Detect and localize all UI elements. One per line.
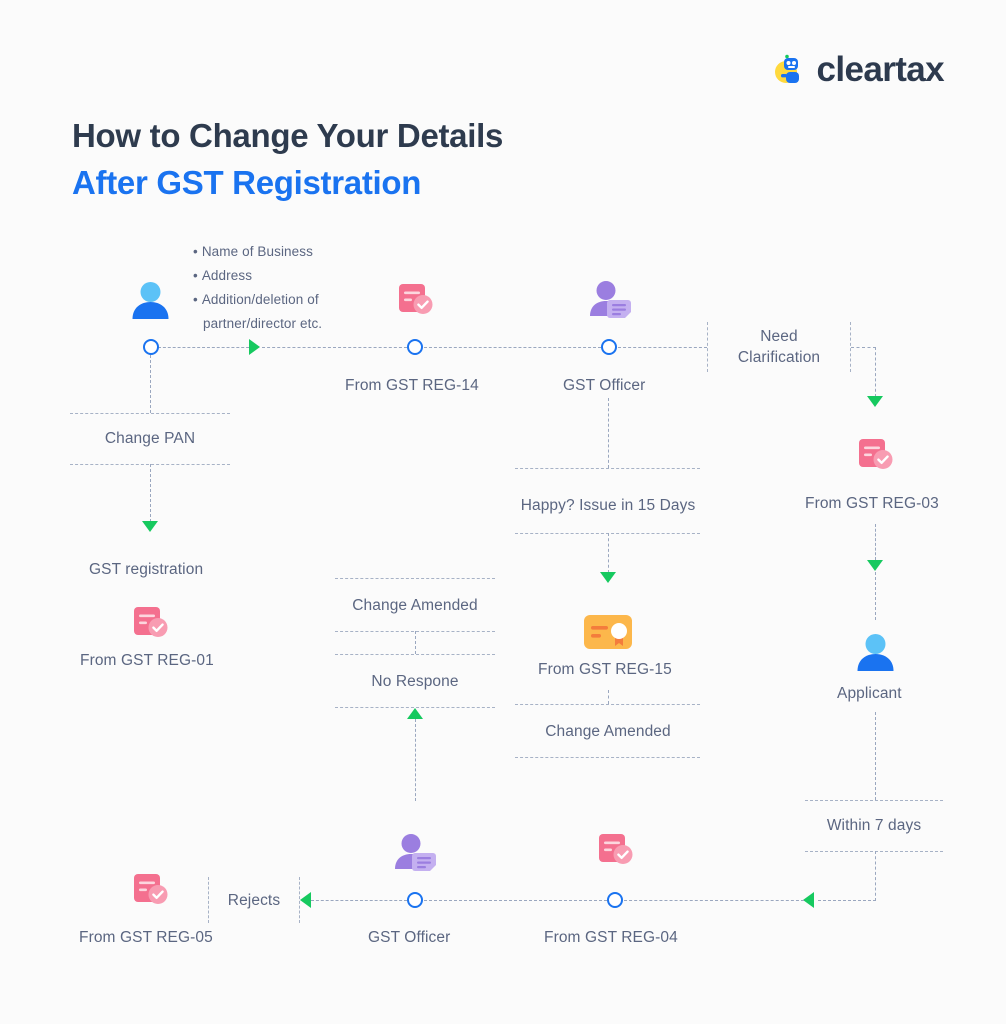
label-change-pan: Change PAN: [104, 430, 196, 447]
connector-start-down: [150, 355, 151, 413]
person-blue-icon: [128, 278, 173, 323]
label-gst-registration: GST registration: [89, 561, 204, 578]
list-item: •Address: [193, 264, 322, 288]
bullet-subtext: partner/director etc.: [203, 316, 323, 331]
connector-row1-a: [158, 347, 254, 348]
need-clarification-sep-left: [707, 322, 708, 372]
list-item: •Addition/deletion of partner/director e…: [193, 288, 322, 336]
certificate-orange-icon: [583, 613, 633, 651]
connector-within7-down: [875, 851, 876, 901]
label-change-amended-mid: Change Amended: [352, 597, 478, 614]
need-clarification-line-1: Need: [760, 328, 798, 345]
rejects-sep-right: [299, 877, 300, 923]
happy-sep-bottom: [515, 533, 700, 534]
label-gst-officer-top: GST Officer: [563, 377, 646, 394]
within7-sep-bottom: [805, 851, 943, 852]
arrow-left-rejects-icon: [300, 892, 311, 908]
rejects-sep-left: [208, 877, 209, 923]
node-dot-reg14: [407, 339, 423, 355]
connector-bottom-c: [624, 900, 804, 901]
bullet-dot-icon: •: [193, 292, 198, 307]
change-pan-sep-top: [70, 413, 230, 414]
document-check-pink-icon: [131, 871, 171, 911]
change-amended-center-sep-bottom: [515, 757, 700, 758]
connector-no-respone-up: [415, 719, 416, 801]
label-rejects: Rejects: [227, 892, 281, 909]
connector-bottom-b: [424, 900, 607, 901]
connector-row1-d: [618, 347, 707, 348]
change-amended-mid-sep-top: [335, 578, 495, 579]
bullet-dot-icon: •: [193, 244, 198, 259]
document-check-pink-icon: [396, 281, 436, 321]
arrow-left-to-reg04-icon: [803, 892, 814, 908]
label-reg14: From GST REG-14: [345, 377, 479, 394]
change-amended-center-sep-top: [515, 704, 700, 705]
label-change-amended-center: Change Amended: [545, 723, 671, 740]
connector-change-pan-down: [150, 464, 151, 522]
document-check-pink-icon: [131, 604, 171, 644]
bullet-text: Addition/deletion of: [201, 292, 319, 307]
node-dot-reg04: [607, 892, 623, 908]
need-clarification-sep-right: [850, 322, 851, 372]
label-reg03: From GST REG-03: [805, 495, 939, 512]
connector-clarification-elbow-v: [875, 347, 876, 397]
arrow-right-row1-icon: [249, 339, 260, 355]
arrow-up-no-respone-icon: [407, 708, 423, 719]
connector-mid-between: [415, 631, 416, 654]
connector-happy-down: [608, 533, 609, 573]
title-line-2: After GST Registration: [72, 164, 422, 201]
arrow-down-to-registration-icon: [142, 521, 158, 532]
node-dot-gst-officer-bottom: [407, 892, 423, 908]
label-no-respone: No Respone: [371, 673, 459, 690]
document-check-pink-icon: [596, 831, 636, 871]
label-happy-issue-15-days: Happy? Issue in 15 Days: [520, 497, 696, 514]
connector-clarification-elbow-h: [851, 347, 876, 348]
arrow-down-to-reg15-icon: [600, 572, 616, 583]
connector-row1-c: [424, 347, 601, 348]
happy-sep-top: [515, 468, 700, 469]
person-blue-icon: [853, 630, 898, 675]
connector-bottom-a: [311, 900, 407, 901]
no-respone-sep-top: [335, 654, 495, 655]
cleartax-robot-icon: [772, 53, 806, 87]
need-clarification-line-2: Clarification: [737, 349, 821, 366]
connector-within7-left: [818, 900, 876, 901]
title-line-1: How to Change Your Details: [72, 117, 504, 154]
bullet-text: Name of Business: [201, 244, 313, 259]
officer-purple-icon: [393, 831, 438, 876]
node-dot-applicant-start: [143, 339, 159, 355]
list-item: •Name of Business: [193, 240, 322, 264]
label-reg05: From GST REG-05: [79, 929, 213, 946]
connector-officer-down: [608, 398, 609, 468]
brand-logo: cleartax: [772, 50, 945, 89]
connector-reg03-to-applicant: [875, 524, 876, 560]
officer-purple-icon: [588, 278, 633, 323]
bullet-dot-icon: •: [193, 268, 198, 283]
change-details-bullet-list: •Name of Business •Address •Addition/del…: [193, 240, 322, 336]
arrow-down-to-applicant-icon: [867, 560, 883, 571]
label-need-clarification: Need Clarification: [707, 326, 851, 368]
label-reg04: From GST REG-04: [544, 929, 678, 946]
label-reg01: From GST REG-01: [80, 652, 214, 669]
label-within-7-days: Within 7 days: [826, 817, 922, 834]
document-check-pink-icon: [856, 436, 896, 476]
label-applicant: Applicant: [837, 685, 902, 702]
connector-applicant-down: [875, 712, 876, 800]
bullet-text: Address: [201, 268, 253, 283]
page-title: How to Change Your Details After GST Reg…: [72, 112, 503, 206]
brand-name: cleartax: [816, 50, 944, 89]
arrow-down-to-reg03-icon: [867, 396, 883, 407]
connector-reg15-down: [608, 690, 609, 704]
node-dot-gst-officer-top: [601, 339, 617, 355]
no-respone-sep-bottom: [335, 707, 495, 708]
label-gst-officer-bottom: GST Officer: [368, 929, 451, 946]
connector-applicant-approach: [875, 572, 876, 620]
connector-row1-b: [262, 347, 407, 348]
label-reg15: From GST REG-15: [538, 661, 672, 678]
within7-sep-top: [805, 800, 943, 801]
